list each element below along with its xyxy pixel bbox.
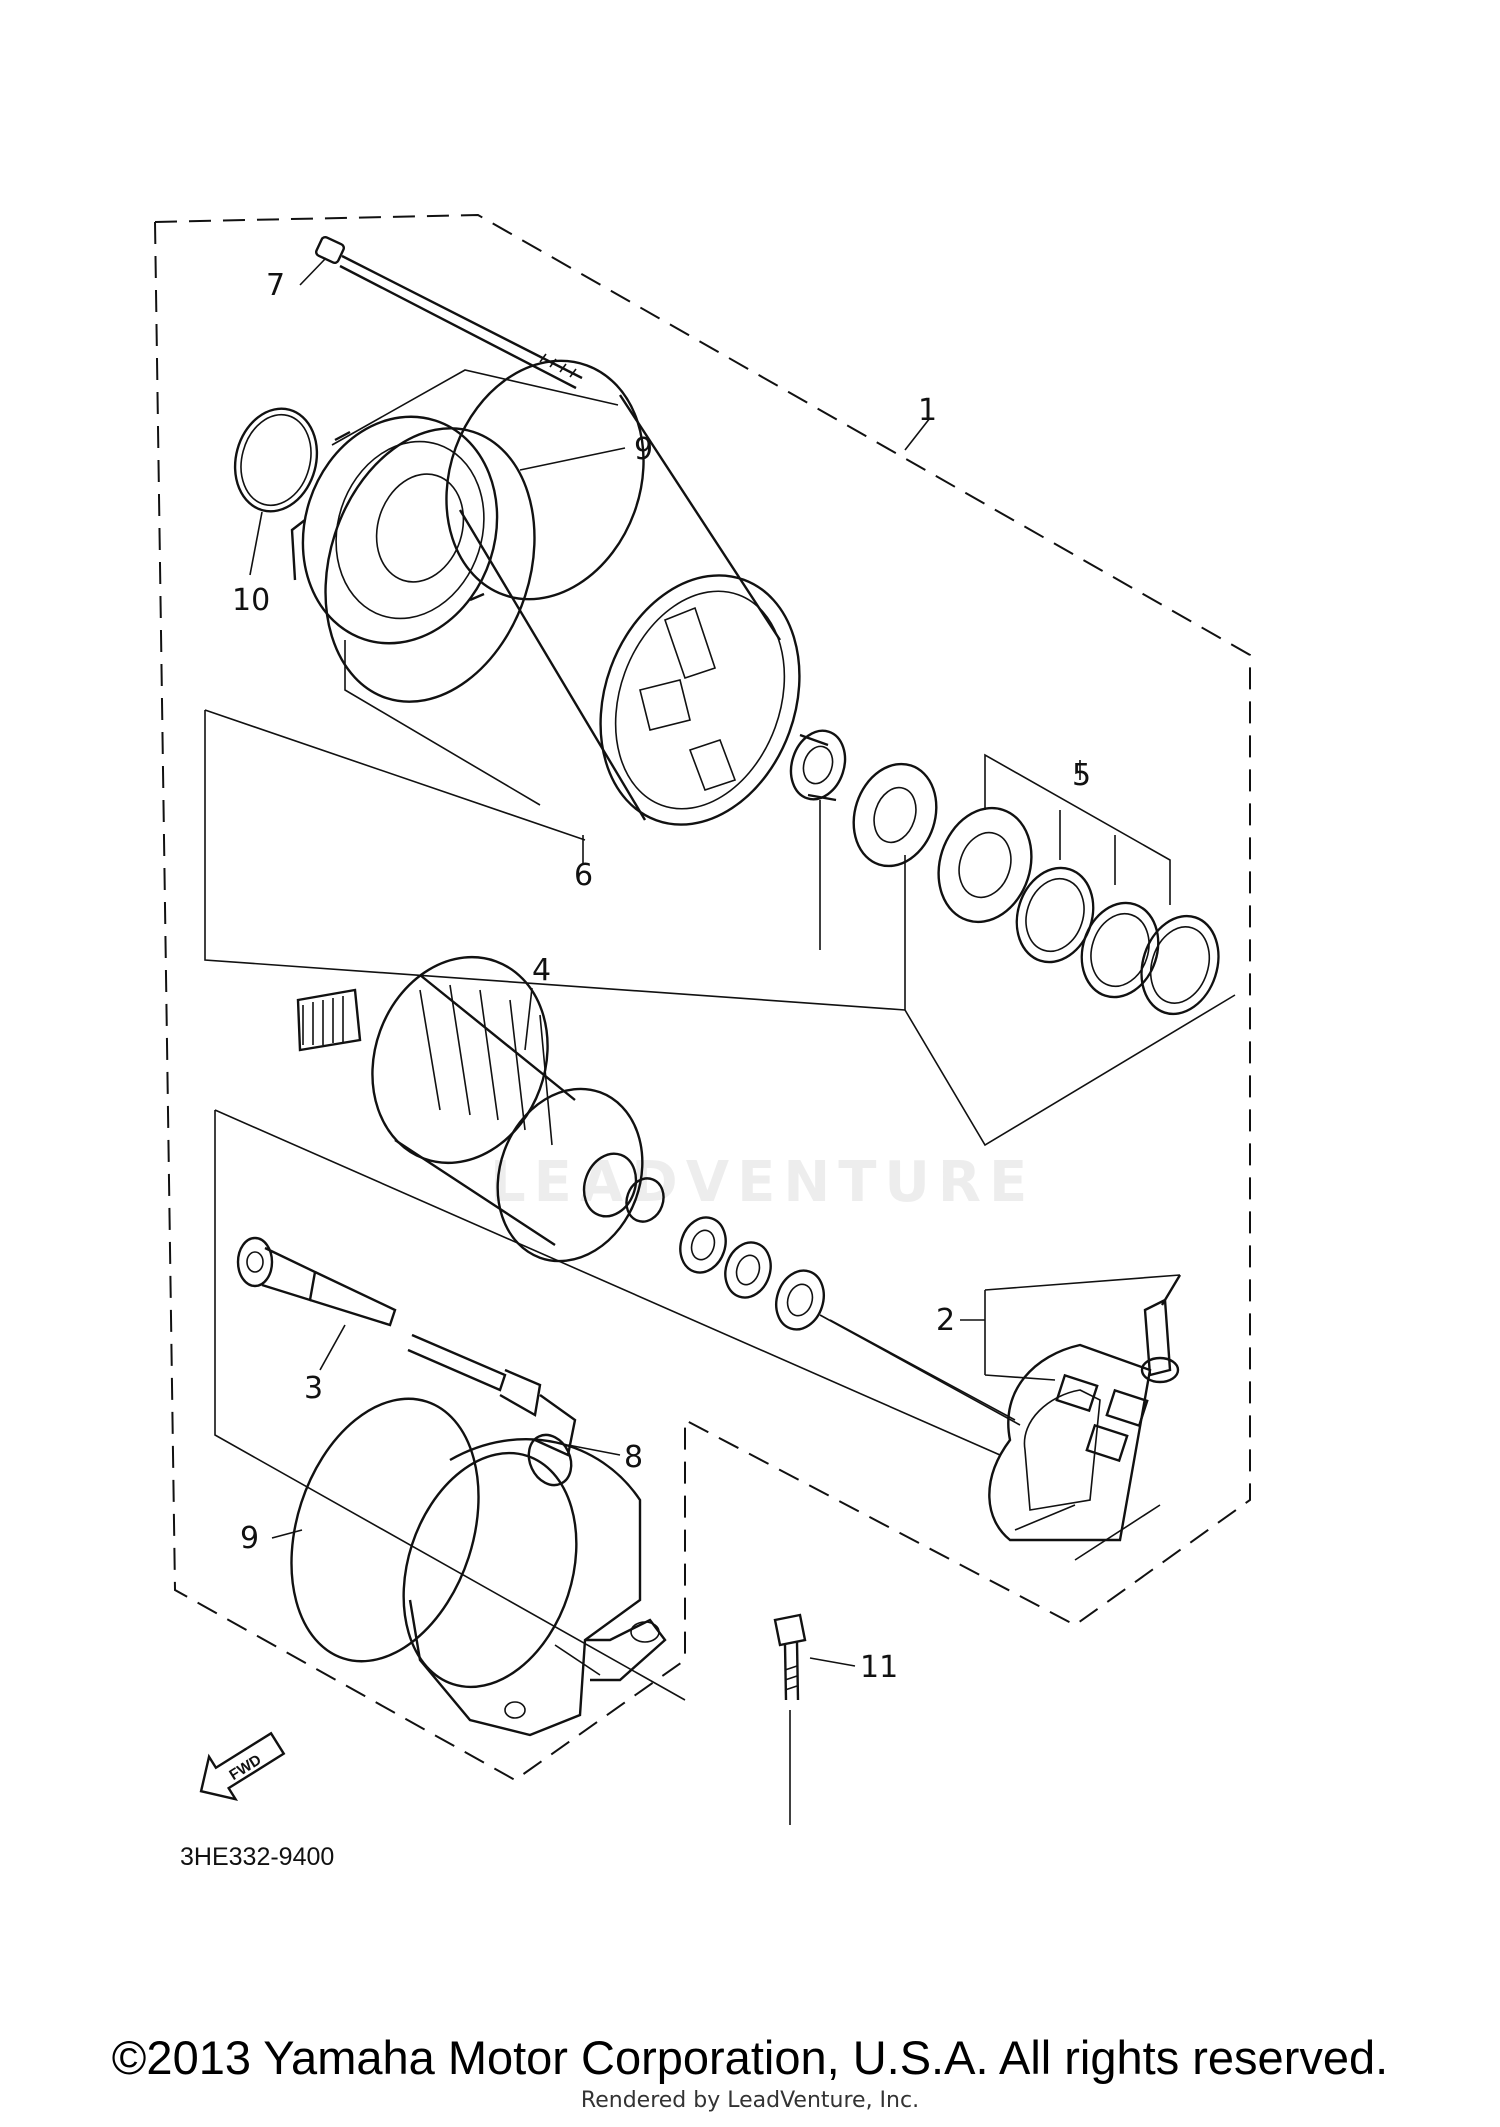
watermark-text: LEADVENTURE <box>490 1150 1036 1215</box>
callout-9-upper: 9 <box>634 432 653 467</box>
assembly-boundary <box>153 213 1251 1782</box>
yoke-bearing <box>789 729 847 802</box>
cover-group-bracket <box>344 640 541 806</box>
callout-7: 7 <box>266 268 285 303</box>
yoke-housing <box>445 359 801 826</box>
washer-set-part-5 <box>937 806 1220 1016</box>
bracket-6 <box>204 709 906 1011</box>
leader-11 <box>809 1657 856 1667</box>
lead-wire-part-3 <box>236 1236 577 1487</box>
callout-1: 1 <box>918 393 937 428</box>
leader-9-upper <box>519 447 626 471</box>
callout-5: 5 <box>1072 758 1091 793</box>
armature-part-4 <box>296 955 665 1263</box>
leader-3 <box>319 1324 346 1371</box>
through-bolt-part-7 <box>315 235 583 390</box>
brush-holder-bracket <box>1014 1504 1161 1561</box>
front-cover-bracket <box>331 369 619 446</box>
o-ring-part-10 <box>233 407 319 513</box>
o-ring-part-9-lower <box>290 1397 480 1663</box>
leader-10 <box>249 511 263 576</box>
brush-holder-axis <box>819 1314 1021 1426</box>
rear-cover <box>402 1438 667 1737</box>
brush-holder-part-2 <box>988 1274 1182 1542</box>
o-ring-part-9-upper <box>324 427 536 703</box>
leader-8 <box>567 1444 621 1456</box>
callout-4: 4 <box>532 953 551 988</box>
callout-8: 8 <box>624 1440 643 1475</box>
diagram-code: 3HE332-9400 <box>180 1843 334 1871</box>
armature-group-bracket <box>904 994 1236 1147</box>
leader-4 <box>524 987 533 1051</box>
armature-washers <box>679 1216 825 1331</box>
callout-10: 10 <box>232 583 270 618</box>
leader-1 <box>904 417 931 451</box>
leader-9-lower <box>271 1529 303 1539</box>
rendered-by-text: Rendered by LeadVenture, Inc. <box>580 2088 920 2113</box>
bracket-2 <box>960 1274 1181 1381</box>
callout-6: 6 <box>574 858 593 893</box>
oil-seal <box>852 762 938 868</box>
bracket-5 <box>984 753 1171 905</box>
front-cover <box>290 415 499 645</box>
copyright-text: ©2013 Yamaha Motor Corporation, U.S.A. A… <box>111 2031 1389 2084</box>
fwd-arrow-icon: FWD <box>199 1731 286 1801</box>
callout-11: 11 <box>860 1650 898 1685</box>
callout-2: 2 <box>936 1303 955 1338</box>
callout-3: 3 <box>304 1371 323 1406</box>
callout-9-lower: 9 <box>240 1521 259 1556</box>
o-ring-inner-edge <box>240 413 312 507</box>
bolt-part-11 <box>773 1613 807 1825</box>
leader-7 <box>299 257 327 286</box>
